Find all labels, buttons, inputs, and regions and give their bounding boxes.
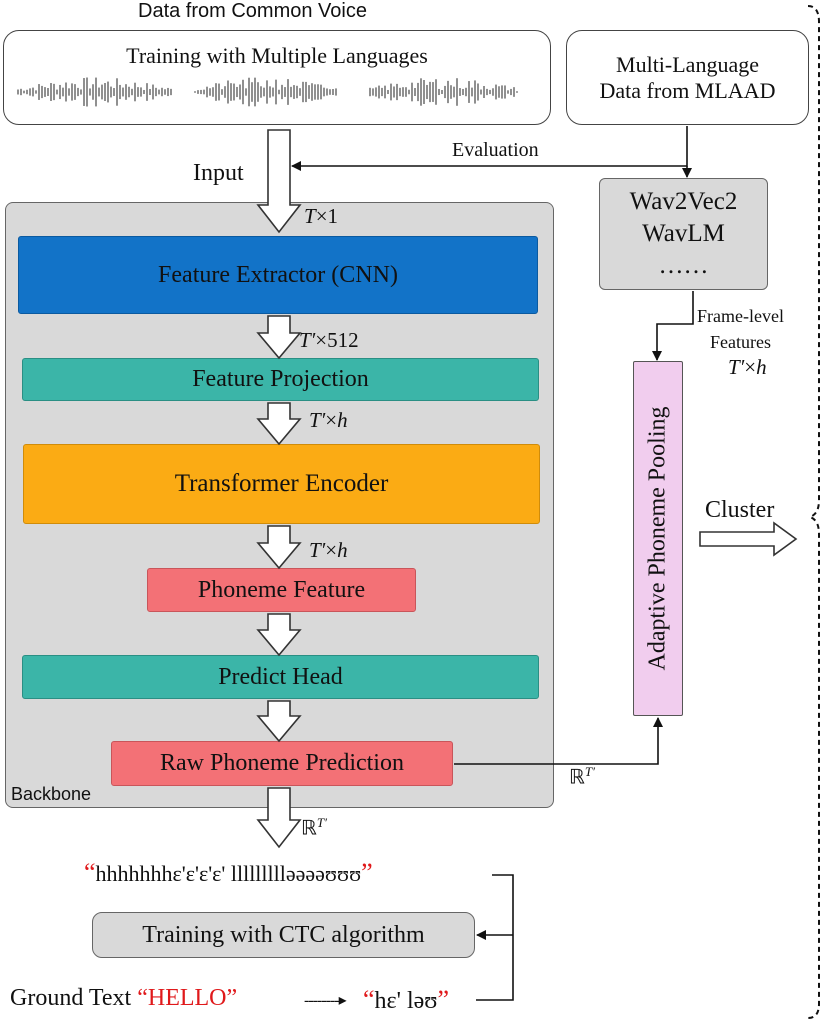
- dim-input-label: T×1: [304, 204, 339, 228]
- input-label: Input: [193, 160, 244, 186]
- ellipsis-label: ……: [658, 252, 709, 279]
- raw-phoneme-prediction-label: Raw Phoneme Prediction: [160, 750, 404, 776]
- frame-level-label: Frame-level Features: [697, 306, 784, 352]
- wav2vec2-label: Wav2Vec2: [629, 188, 738, 215]
- ssl-models-box: Wav2Vec2 WavLM ……: [599, 178, 768, 290]
- ground-text-label: Ground Text: [10, 985, 132, 1011]
- ground-phonemes-row: “hɛ' ləʊ”: [363, 985, 449, 1015]
- predict-head-label: Predict Head: [218, 663, 343, 690]
- adaptive-pooling-label: Adaptive Phoneme Pooling: [644, 406, 671, 671]
- training-multi-label: Training with Multiple Languages: [126, 43, 428, 68]
- ctc-training-label: Training with CTC algorithm: [142, 921, 425, 948]
- evaluation-label: Evaluation: [452, 139, 539, 161]
- phoneme-feature-label: Phoneme Feature: [197, 576, 366, 603]
- ground-phonemes-open: “: [363, 985, 375, 1014]
- phoneme-feature-box: Phoneme Feature: [147, 568, 416, 612]
- dim-cnn-label: T′×512: [299, 328, 359, 352]
- ground-text-row: Ground Text “HELLO”: [10, 985, 237, 1012]
- prediction-sequence: hhhhhhhɛ'ɛ'ɛ'ɛ' llllllllləəəəʊʊʊ: [95, 861, 362, 886]
- close-quote: ”: [361, 858, 373, 887]
- raw-phoneme-prediction-box: Raw Phoneme Prediction: [111, 741, 453, 786]
- adaptive-pooling-box: Adaptive Phoneme Pooling: [633, 361, 683, 716]
- data-source-label: Data from Common Voice: [138, 0, 367, 22]
- dim-out-label: ℝT′: [301, 815, 327, 840]
- ssl-to-pooling-connector: [652, 291, 694, 361]
- feature-projection-label: Feature Projection: [192, 366, 369, 392]
- dim-proj-label: T′×h: [309, 408, 348, 432]
- feature-extractor-box: Feature Extractor (CNN): [18, 236, 538, 314]
- feature-projection-box: Feature Projection: [22, 358, 539, 401]
- ground-phonemes-close: ”: [437, 985, 449, 1014]
- ssl-dim-pred-label: ℝT′: [569, 764, 595, 789]
- backbone-label: Backbone: [11, 784, 92, 804]
- transformer-encoder-box: Transformer Encoder: [23, 444, 540, 524]
- feature-extractor-label: Feature Extractor (CNN): [158, 261, 398, 288]
- mlaad-box: Multi-Language Data from MLAAD: [566, 30, 809, 125]
- ground-word: “HELLO”: [137, 985, 238, 1011]
- cluster-arrow-icon: [699, 521, 798, 557]
- ctc-training-box: Training with CTC algorithm: [92, 912, 475, 958]
- ctc-prediction-text: “hhhhhhhɛ'ɛ'ɛ'ɛ' llllllllləəəəʊʊʊ”: [84, 858, 373, 888]
- transformer-encoder-label: Transformer Encoder: [174, 470, 389, 497]
- dashed-brace-icon: [806, 5, 820, 1019]
- predict-head-box: Predict Head: [22, 655, 539, 699]
- cluster-label: Cluster: [705, 497, 775, 523]
- wavlm-label: WavLM: [642, 220, 725, 247]
- common-voice-box: Training with Multiple Languages: [3, 30, 551, 125]
- ground-arrow: --------▸: [304, 992, 347, 1009]
- open-quote: “: [84, 858, 96, 887]
- ctc-bracket-connector: [476, 874, 514, 1001]
- ground-phonemes: hɛ' ləʊ: [374, 988, 438, 1014]
- dim-trans-label: T′×h: [309, 538, 348, 562]
- ssl-dim-label: T′×h: [728, 355, 767, 379]
- mlaad-label: Multi-Language Data from MLAAD: [599, 51, 776, 103]
